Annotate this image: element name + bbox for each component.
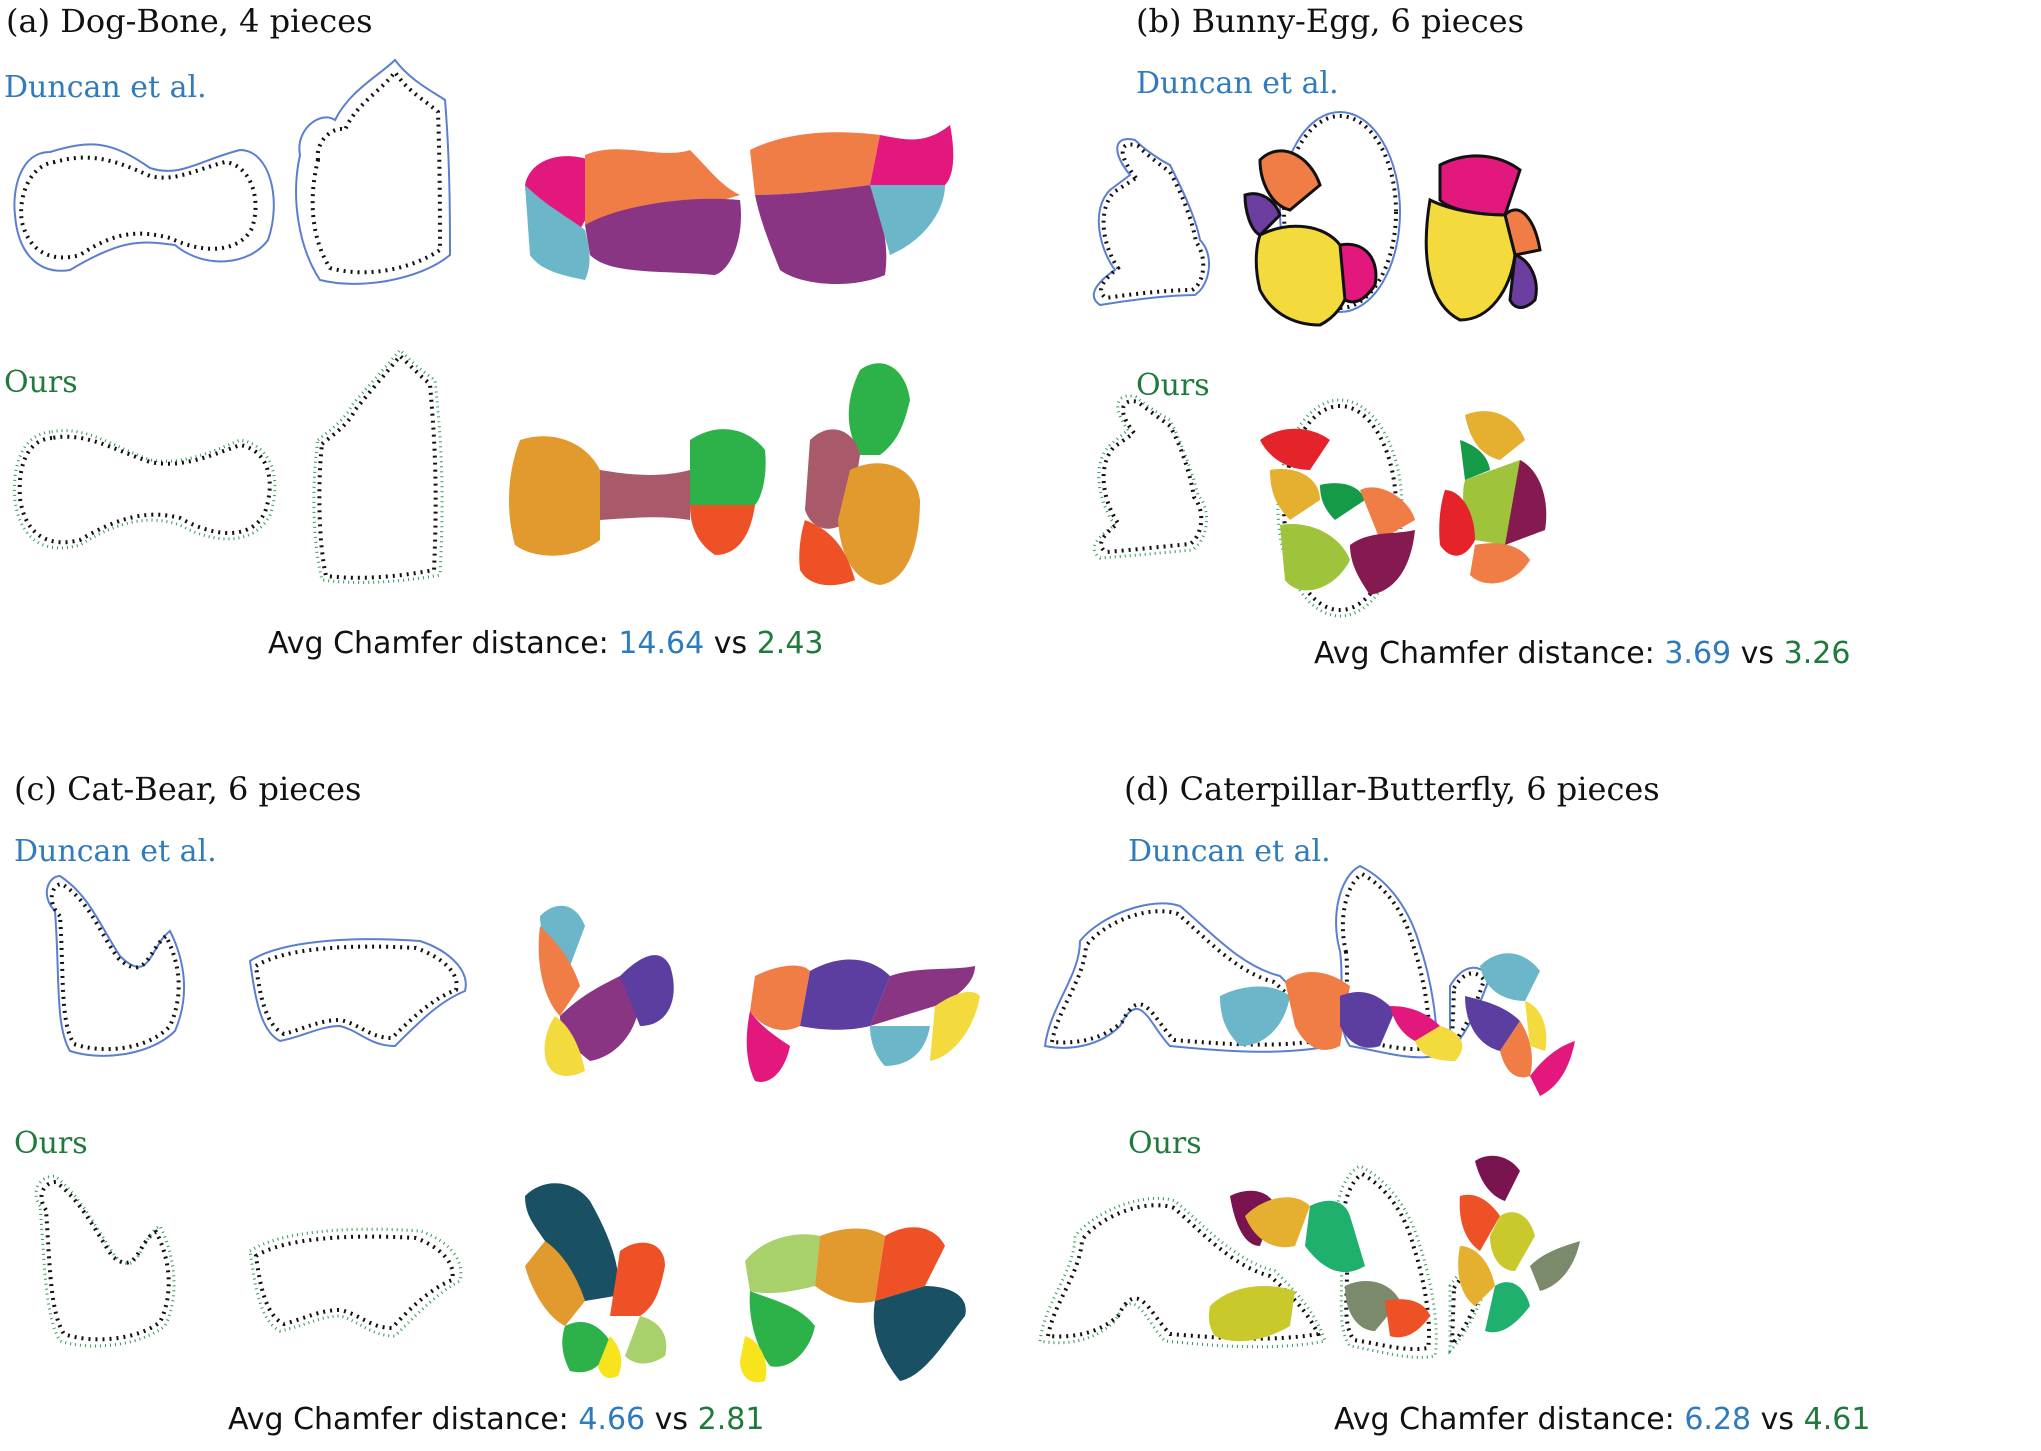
caption-prefix: Avg Chamfer distance: — [268, 626, 609, 661]
duncan-label: Duncan et al. — [4, 70, 207, 105]
duncan-dog-bone-pieces-2 — [750, 125, 954, 285]
duncan-label: Duncan et al. — [1128, 834, 1331, 869]
panel-caterpillar-butterfly: (d) Caterpillar-Butterfly, 6 pieces Dunc… — [1020, 726, 2040, 1451]
ours-butterfly-pieces — [1458, 1155, 1580, 1333]
ours-dog-bone-pieces-1 — [508, 429, 766, 556]
ours-dog-bone-source — [12, 429, 277, 550]
duncan-label: Duncan et al. — [14, 834, 217, 869]
duncan-caterpillar-source — [1043, 902, 1332, 1053]
vs-label: vs — [713, 626, 748, 661]
duncan-bunny-pieces — [1243, 149, 1378, 327]
vs-label: vs — [1760, 1402, 1795, 1437]
ours-dog-bone-target — [312, 347, 444, 584]
duncan-label: Duncan et al. — [1136, 66, 1339, 101]
ours-chamfer-value: 2.43 — [756, 626, 824, 661]
duncan-bunny-source — [1092, 138, 1211, 307]
ours-cat-pieces — [525, 1183, 667, 1378]
duncan-bear-pieces — [746, 959, 980, 1082]
caption-prefix: Avg Chamfer distance: — [1334, 1402, 1675, 1437]
vs-label: vs — [654, 1402, 689, 1437]
duncan-dog-bone-target — [295, 58, 452, 285]
ours-bunny-pieces — [1260, 428, 1415, 595]
duncan-dog-bone-source — [13, 143, 275, 272]
duncan-egg-pieces — [1424, 154, 1542, 322]
duncan-bear-target — [248, 938, 467, 1048]
panel-bunny-egg: (b) Bunny-Egg, 6 pieces Duncan et al. Ou… — [1020, 0, 2040, 725]
ours-butterfly-target — [1334, 1164, 1492, 1359]
chamfer-caption: Avg Chamfer distance: 4.66 vs 2.81 — [228, 1402, 764, 1437]
duncan-chamfer-value: 4.66 — [578, 1402, 646, 1437]
ours-chamfer-value: 4.61 — [1803, 1402, 1871, 1437]
ours-bunny-source — [1092, 394, 1209, 560]
ours-caterpillar-pieces — [1208, 1190, 1430, 1342]
ours-chamfer-value: 2.81 — [697, 1402, 765, 1437]
duncan-butterfly-pieces — [1465, 953, 1575, 1096]
panel-title: (c) Cat-Bear, 6 pieces — [14, 770, 362, 808]
ours-cat-source — [34, 1174, 176, 1348]
vs-label: vs — [1740, 636, 1775, 671]
duncan-chamfer-value: 14.64 — [618, 626, 705, 661]
panel-cat-bear: (c) Cat-Bear, 6 pieces Duncan et al. Our… — [0, 726, 1020, 1451]
panel-d-figure — [1038, 864, 1580, 1359]
panel-dog-bone: (a) Dog-Bone, 4 pieces Duncan et al. Our… — [0, 0, 1020, 725]
ours-bear-pieces — [740, 1227, 966, 1383]
duncan-cat-source — [45, 874, 185, 1057]
ours-label: Ours — [14, 1126, 88, 1161]
duncan-dog-bone-pieces-1 — [525, 149, 741, 280]
panel-b-figure — [1092, 111, 1547, 618]
ours-chamfer-value: 3.26 — [1783, 636, 1851, 671]
panel-title: (b) Bunny-Egg, 6 pieces — [1136, 2, 1524, 40]
duncan-chamfer-value: 3.69 — [1664, 636, 1732, 671]
ours-egg-pieces — [1439, 411, 1547, 584]
caption-prefix: Avg Chamfer distance: — [1314, 636, 1655, 671]
caption-prefix: Avg Chamfer distance: — [228, 1402, 569, 1437]
panel-c-figure — [34, 874, 980, 1383]
panel-a-figure — [12, 58, 954, 586]
ours-bear-target — [248, 1227, 463, 1338]
chamfer-caption: Avg Chamfer distance: 14.64 vs 2.43 — [268, 626, 824, 661]
ours-label: Ours — [1136, 368, 1210, 403]
duncan-caterpillar-pieces — [1220, 971, 1463, 1061]
ours-label: Ours — [1128, 1126, 1202, 1161]
panel-title: (d) Caterpillar-Butterfly, 6 pieces — [1124, 770, 1660, 808]
duncan-chamfer-value: 6.28 — [1684, 1402, 1752, 1437]
ours-caterpillar-source — [1038, 1196, 1327, 1349]
ours-label: Ours — [4, 365, 78, 400]
ours-dog-bone-pieces-2 — [799, 363, 920, 586]
duncan-cat-pieces — [538, 905, 674, 1076]
chamfer-caption: Avg Chamfer distance: 6.28 vs 4.61 — [1334, 1402, 1870, 1437]
chamfer-caption: Avg Chamfer distance: 3.69 vs 3.26 — [1314, 636, 1850, 671]
panel-title: (a) Dog-Bone, 4 pieces — [6, 2, 373, 40]
